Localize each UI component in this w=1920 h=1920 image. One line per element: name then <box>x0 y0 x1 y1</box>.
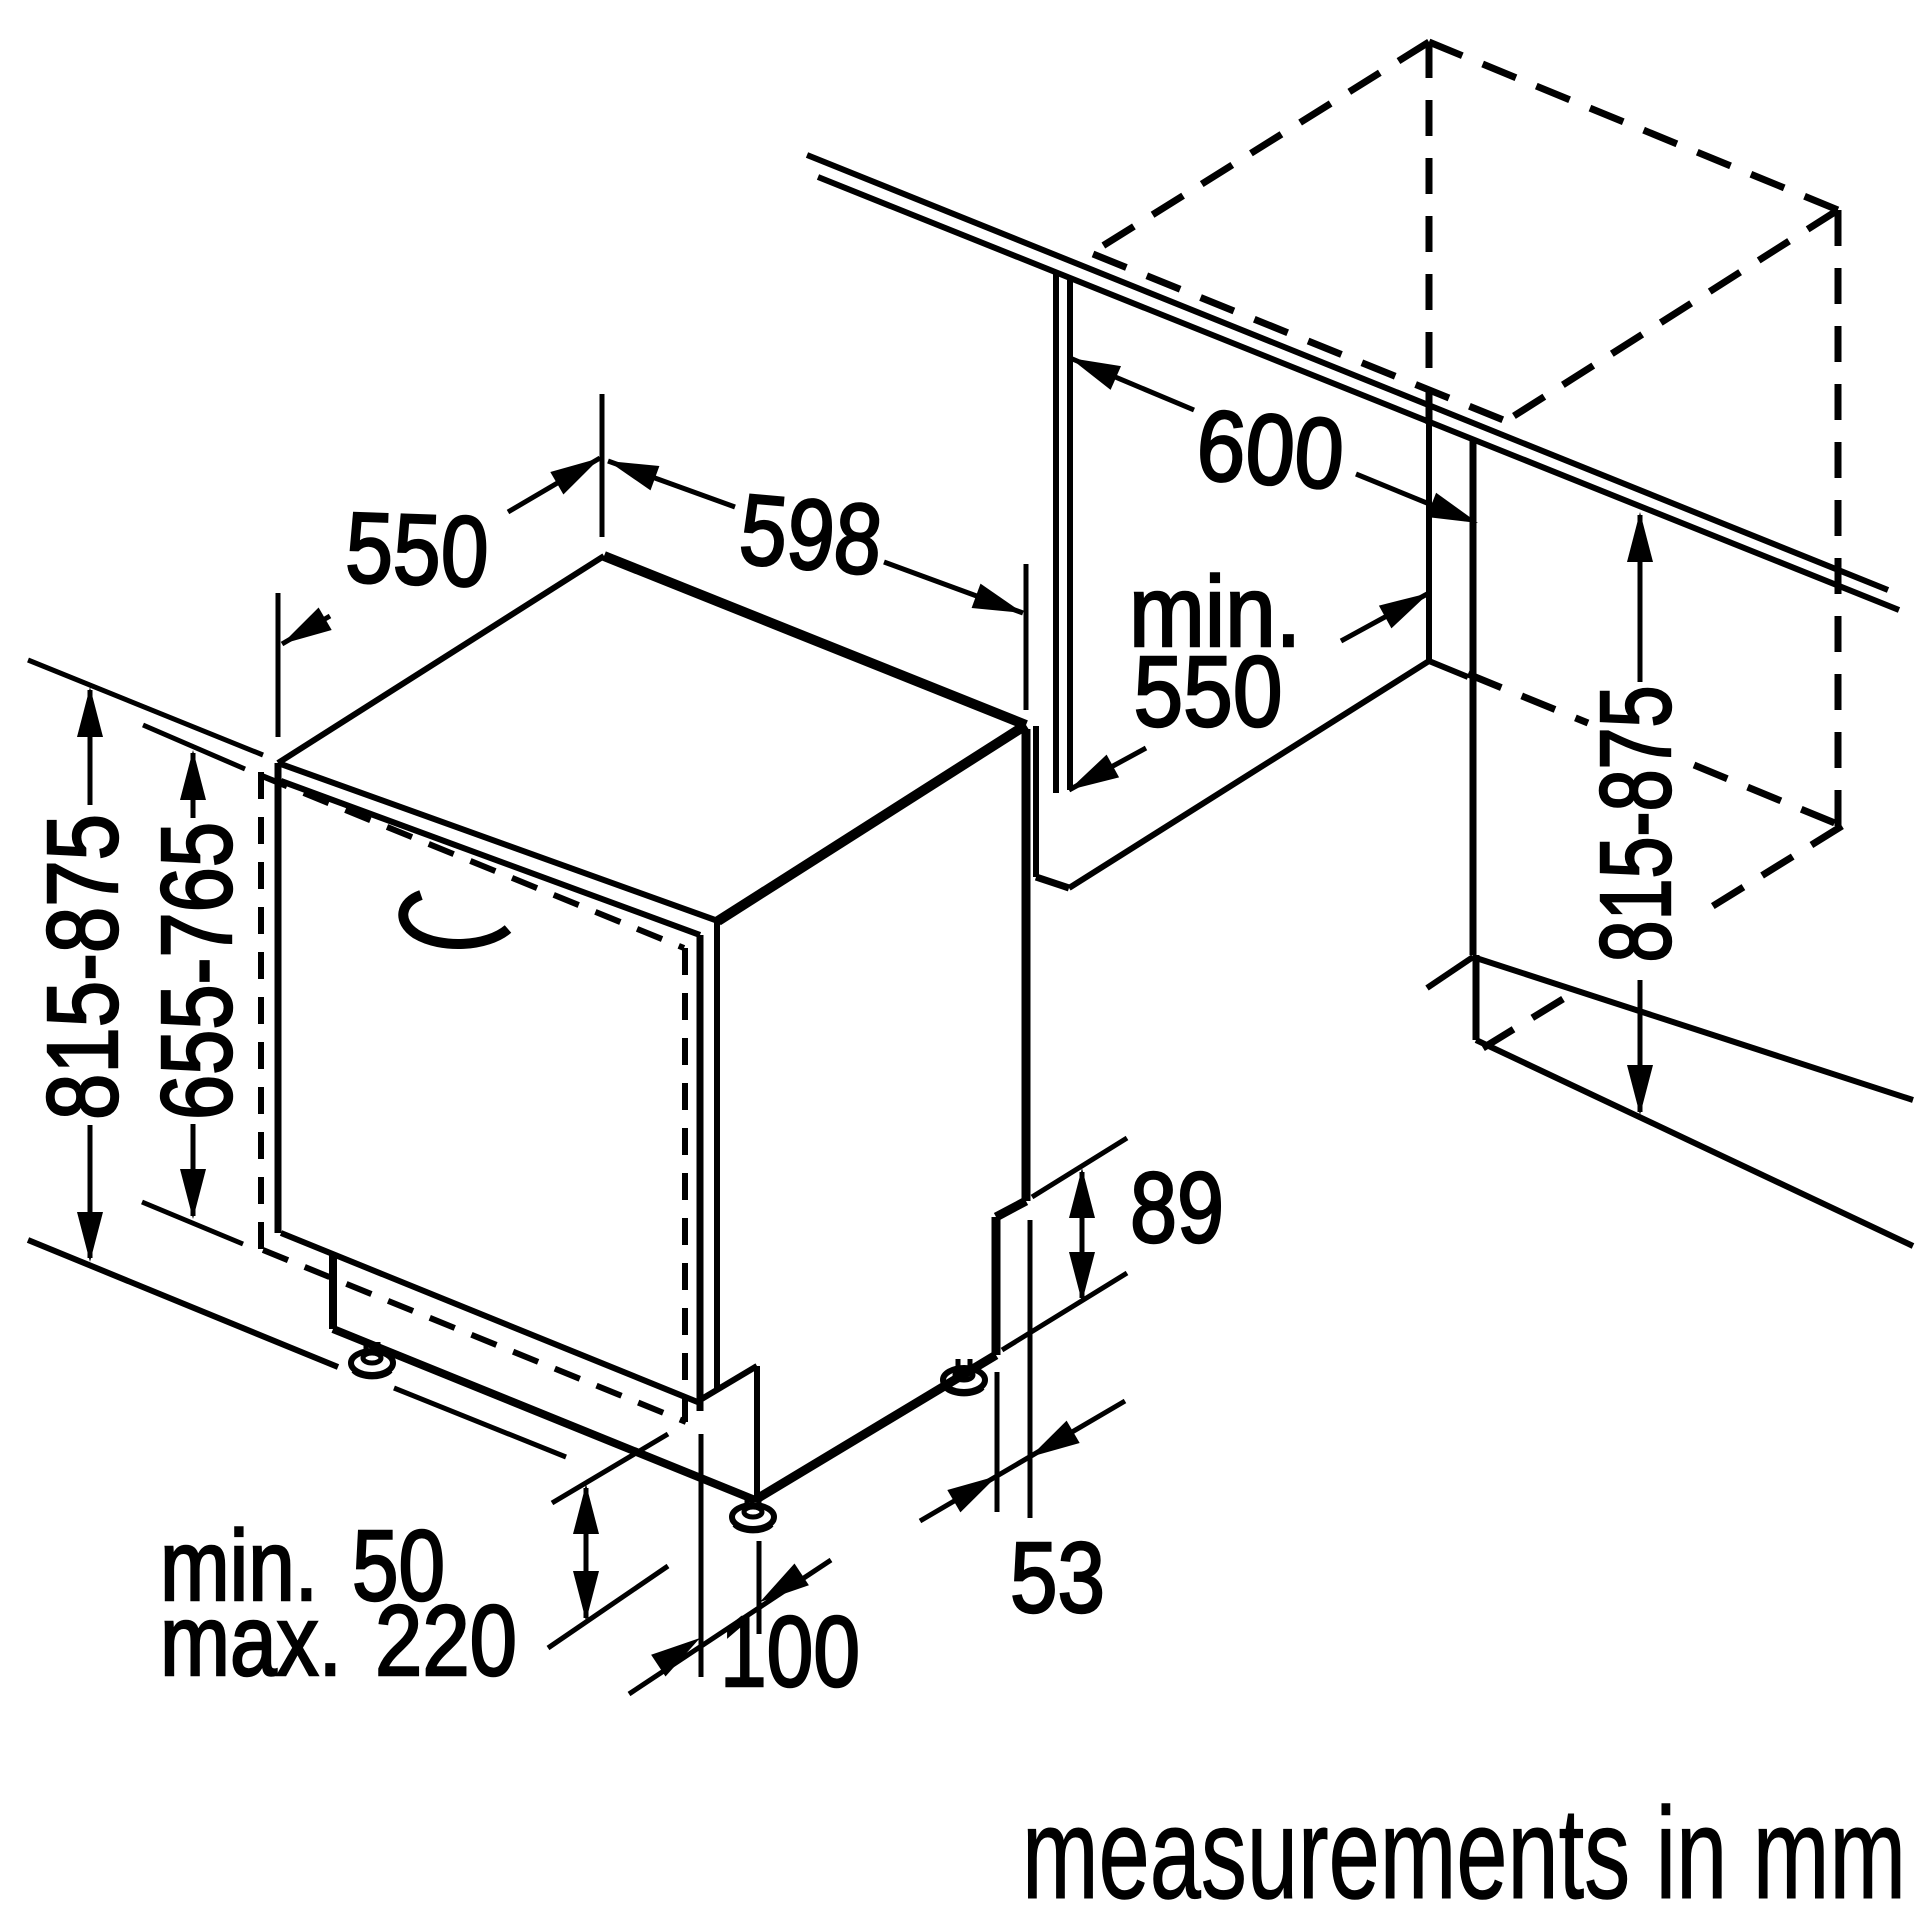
svg-text:815-875: 815-875 <box>27 814 139 1120</box>
svg-text:220: 220 <box>375 1585 517 1697</box>
svg-text:815-875: 815-875 <box>1580 686 1692 963</box>
svg-text:53: 53 <box>1010 1522 1105 1634</box>
svg-text:600: 600 <box>1193 389 1347 511</box>
svg-text:measurements in mm: measurements in mm <box>1022 1780 1906 1920</box>
svg-text:598: 598 <box>735 473 886 597</box>
svg-text:min.: min. <box>160 1510 318 1622</box>
svg-text:100: 100 <box>720 1596 860 1708</box>
svg-text:89: 89 <box>1130 1152 1224 1264</box>
svg-text:50: 50 <box>352 1510 445 1622</box>
svg-text:655-765: 655-765 <box>141 822 253 1120</box>
svg-text:550: 550 <box>1134 636 1283 748</box>
svg-text:max.: max. <box>160 1585 342 1697</box>
svg-text:550: 550 <box>344 492 491 609</box>
svg-text:min.: min. <box>1129 556 1301 668</box>
